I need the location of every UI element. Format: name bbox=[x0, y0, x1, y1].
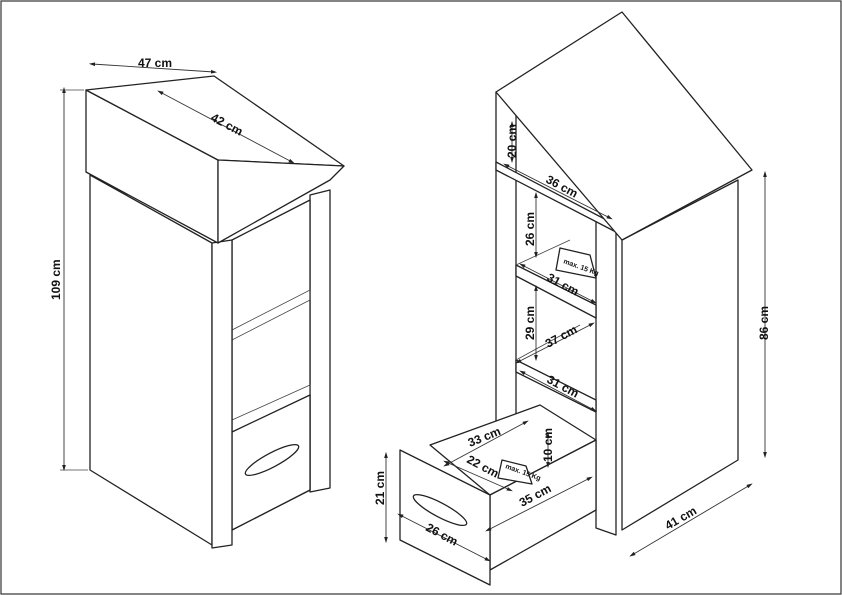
drawer-handle bbox=[244, 443, 300, 477]
middle-shelf-depth-label: 37 cm bbox=[543, 322, 580, 350]
drawer-inner-height-label: 10 cm bbox=[541, 428, 555, 462]
front-edge bbox=[211, 239, 233, 549]
height-label: 109 cm bbox=[49, 259, 63, 300]
middle-compartment-height-label: 29 cm bbox=[523, 306, 537, 340]
right-cabinet bbox=[384, 11, 767, 586]
width-label: 47 cm bbox=[138, 56, 172, 70]
top-compartment-height-label: 20 cm bbox=[505, 124, 519, 158]
lower-shelf-width-label: 31 cm bbox=[545, 372, 582, 400]
front-right-post bbox=[595, 214, 617, 536]
side-depth-label: 41 cm bbox=[663, 503, 699, 532]
drawer-front-height-label: 21 cm bbox=[373, 471, 387, 505]
rear-post bbox=[309, 189, 331, 493]
upper-compartment-height-label: 26 cm bbox=[523, 212, 537, 246]
body-height-label: 86 cm bbox=[757, 306, 771, 340]
side-panel bbox=[621, 179, 739, 531]
left-cabinet bbox=[60, 62, 345, 549]
lid-side bbox=[217, 159, 345, 244]
